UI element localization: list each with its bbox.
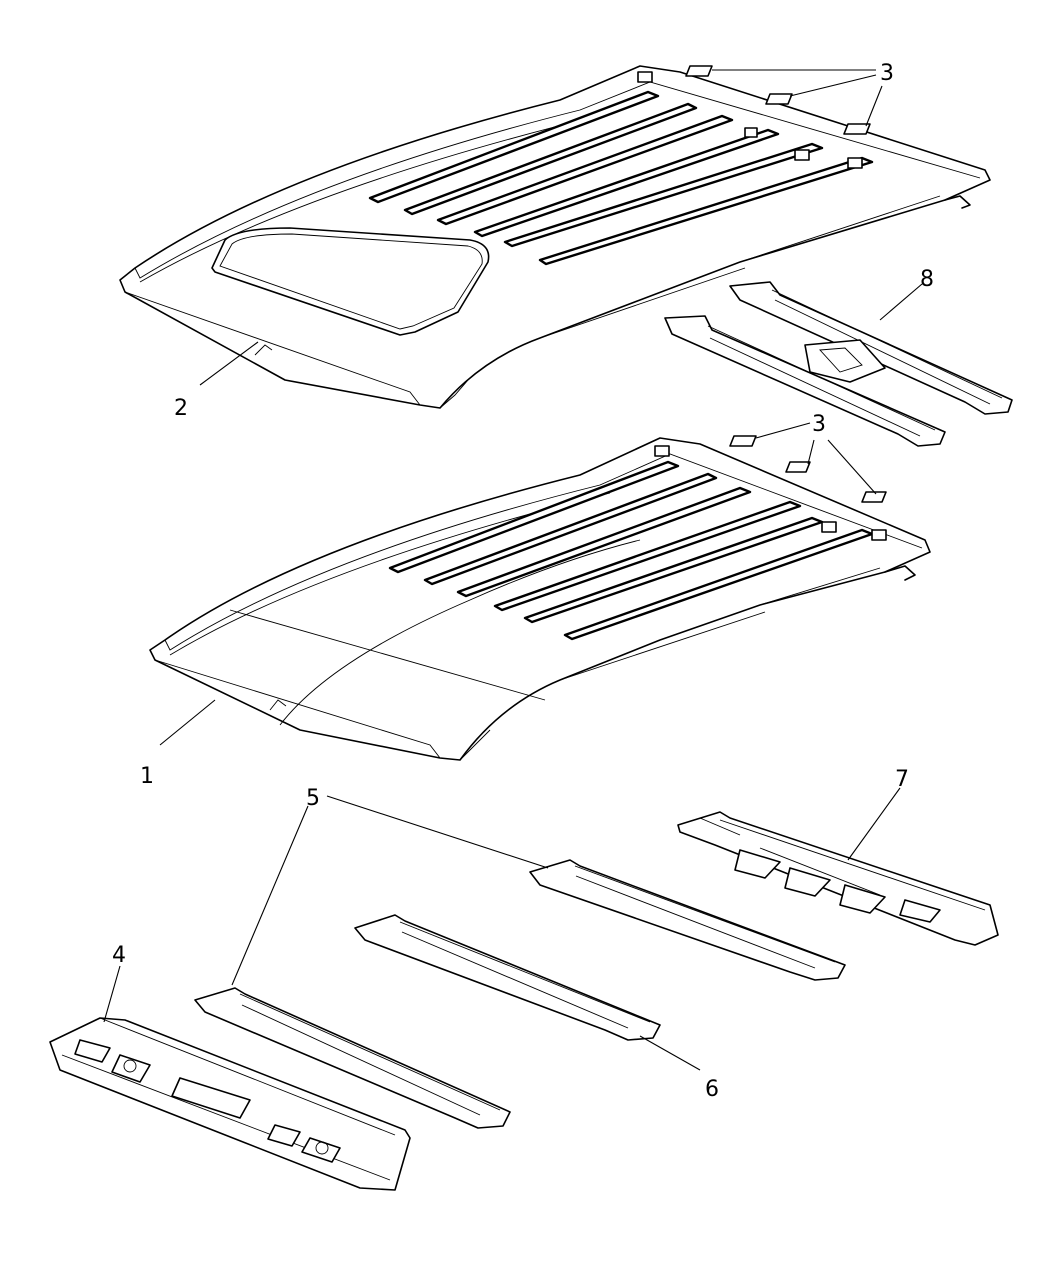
rear-header-bows bbox=[664, 281, 1013, 447]
callout-4: 4 bbox=[112, 943, 126, 968]
callout-3-lower: 3 bbox=[812, 412, 826, 437]
callout-7: 7 bbox=[895, 767, 909, 792]
callout-labels: 3 2 8 3 1 5 7 4 6 bbox=[112, 61, 934, 1102]
pads-upper bbox=[685, 65, 871, 135]
rear-header-panel bbox=[677, 811, 999, 946]
roof-bow-center bbox=[354, 914, 661, 1041]
roof-panel bbox=[149, 437, 931, 761]
roof-bow-rear bbox=[529, 859, 846, 981]
callout-6: 6 bbox=[705, 1077, 719, 1102]
callout-2: 2 bbox=[174, 396, 188, 421]
callout-3-upper: 3 bbox=[880, 61, 894, 86]
callout-8: 8 bbox=[920, 267, 934, 292]
leader-lines bbox=[103, 69, 923, 1071]
front-header-panel bbox=[49, 1017, 411, 1191]
callout-5: 5 bbox=[306, 786, 320, 811]
roof-bow-front bbox=[194, 987, 511, 1129]
pads-lower bbox=[729, 435, 887, 503]
roof-panel-sunroof bbox=[119, 65, 991, 409]
callout-1: 1 bbox=[140, 764, 154, 789]
